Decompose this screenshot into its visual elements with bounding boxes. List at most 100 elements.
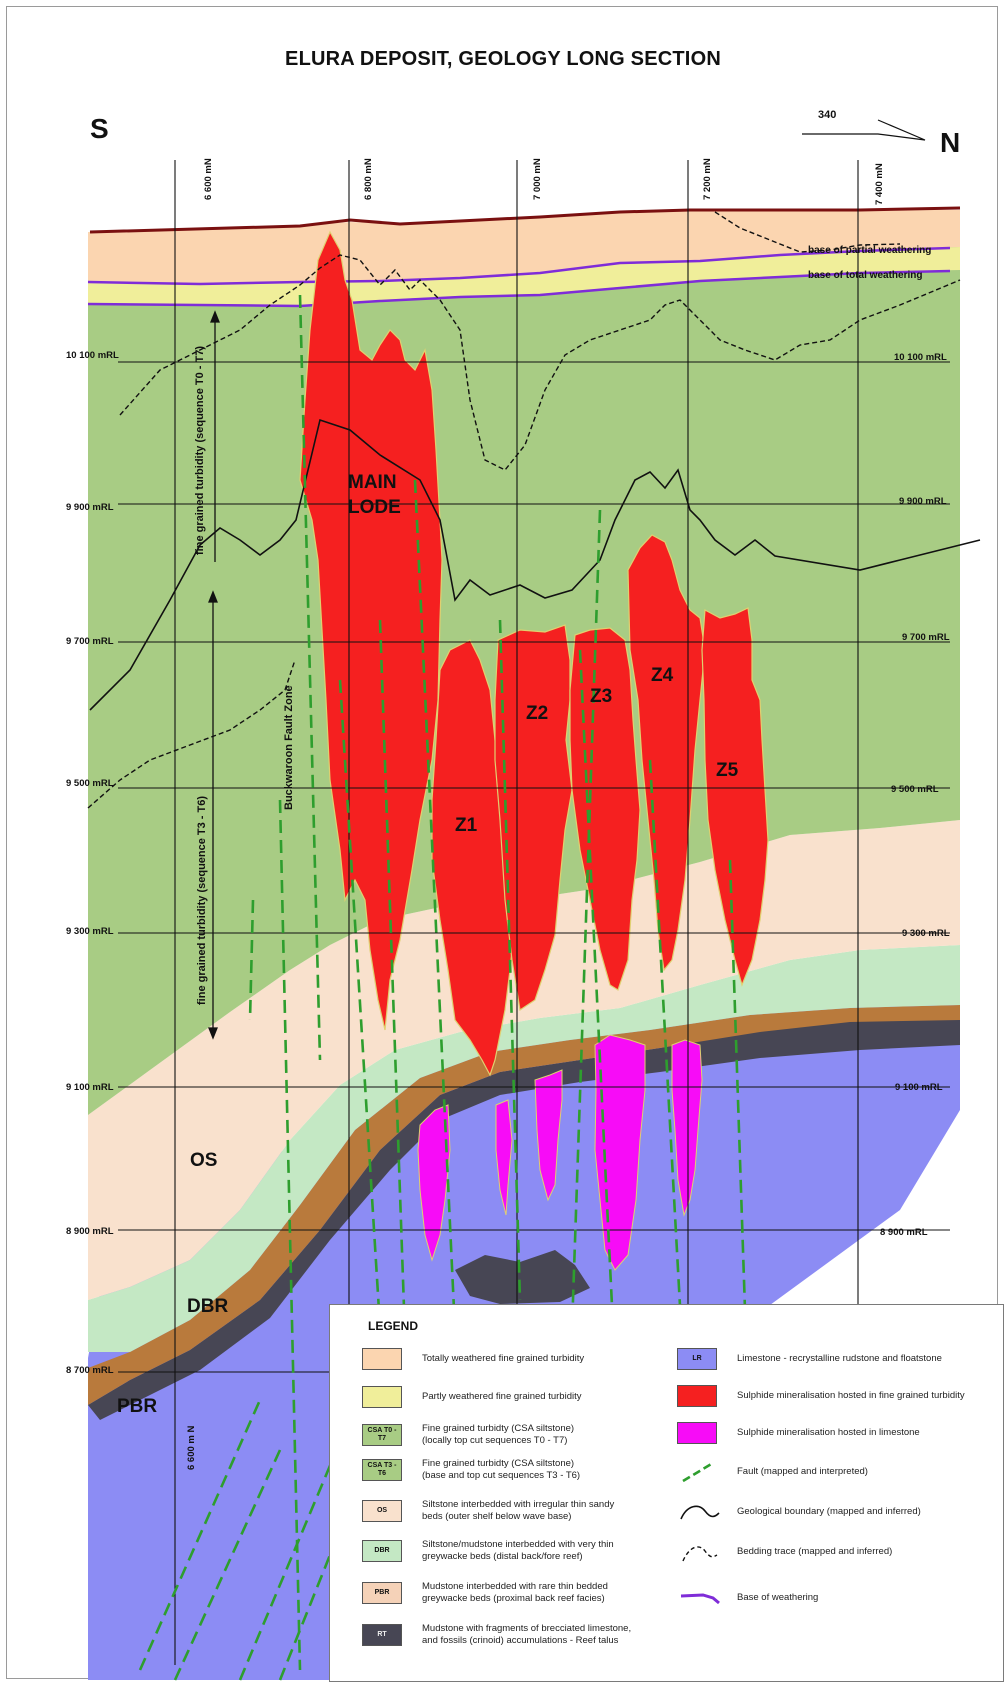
bedding-trace-surface [714,211,901,253]
rl-label-right-9300: 9 300 mRL [902,928,950,939]
legend-text-os: Siltstone interbedded with irregular thi… [422,1499,615,1522]
rl-grid-lines [118,361,950,1373]
rl-label-right-9100: 9 100 mRL [895,1082,943,1093]
legend-item-pbr: PBR Mudstone interbedded with rare thin … [362,1581,608,1605]
z2-orebody [494,624,573,1012]
legend-item-os: OS Siltstone interbedded with irregular … [362,1499,614,1523]
legend-text-base-weathering: Base of weathering [737,1592,819,1603]
legend-item-geological-boundary: Geological boundary (mapped and inferred… [677,1501,921,1523]
bedding-trace-symbol-icon [682,1546,718,1562]
rl-label-left-8900: 8 900 mRL [66,1226,114,1237]
base-weathering-symbol-icon [680,1593,720,1605]
rl-label-left-9500: 9 500 mRL [66,778,114,789]
easting-grid-lines [174,160,859,1665]
os-label: OS [190,1150,217,1171]
legend-item-csa-t3-t6: CSA T3 - T6 Fine grained turbidty (CSA s… [362,1458,580,1482]
main-lode-label-1: MAIN [348,472,397,493]
legend-swatch-totally-weathered [362,1348,402,1370]
base-weathering-line-lower [87,269,951,308]
legend-text-fault: Fault (mapped and interpreted) [737,1466,868,1477]
rl-label-right-9900: 9 900 mRL [899,496,947,507]
legend-text-csa-t0-t7: Fine grained turbidty (CSA siltstone)(lo… [422,1423,575,1446]
legend-swatch-sulphide-limestone [677,1422,717,1444]
rl-label-left-9900: 9 900 mRL [66,502,114,513]
rl-label-right-10100: 10 100 mRL [894,352,947,363]
legend-text-limestone: Limestone - recrystalline rudstone and f… [737,1353,942,1364]
sulphide-limestone-lens-2 [495,1099,513,1216]
bedding-trace-upper [119,254,961,471]
legend-swatch-csa-t3-t6: CSA T3 - T6 [362,1459,402,1481]
total-weathering-label: base of total weathering [808,270,922,281]
rl-label-left-8700: 8 700 mRL [66,1365,114,1376]
north-label: N [940,127,960,158]
legend-item-partly-weathered: Partly weathered fine grained turbidity [362,1386,581,1408]
z4-orebody [627,534,706,972]
legend-swatch-limestone: LR [677,1348,717,1370]
rl-label-left-9700: 9 700 mRL [66,636,114,647]
legend-item-limestone: LR Limestone - recrystalline rudstone an… [677,1348,942,1370]
rl-label-right-8900: 8 900 mRL [880,1227,928,1238]
legend-item-rt: RT Mudstone with fragments of brecciated… [362,1623,631,1647]
geological-boundary-symbol-icon [680,1505,720,1520]
sequence-label-upper: fine grained turbidity (sequence T0 - T7… [194,346,206,555]
legend-item-bedding-trace: Bedding trace (mapped and inferred) [677,1541,892,1563]
legend-text-csa-t3-t6: Fine grained turbidty (CSA siltstone)(ba… [422,1458,581,1481]
dbr-label: DBR [187,1296,228,1317]
legend-text-pbr: Mudstone interbedded with rare thin bedd… [422,1581,608,1604]
base-weathering-line-upper [87,246,951,286]
legend-item-sulphide-limestone: Sulphide mineralisation hosted in limest… [677,1422,920,1444]
legend-title: LEGEND [368,1319,419,1333]
z4-label: Z4 [651,665,674,686]
z3-label: Z3 [590,686,612,707]
rl-label-left-9300: 9 300 mRL [66,926,114,937]
z1-label: Z1 [455,815,478,836]
partly-weathered-unit [88,247,960,305]
south-label: S [90,113,109,144]
legend-text-rt: Mudstone with fragments of brecciated li… [422,1623,632,1646]
totally-weathered-unit [88,210,960,283]
legend-text-bedding-trace: Bedding trace (mapped and inferred) [737,1546,893,1557]
z5-label: Z5 [716,760,739,781]
geological-boundary-line [89,418,981,711]
sulphide-limestone-lens-3 [534,1069,563,1202]
fault-zone-label: Buckwaroon Fault Zone [283,685,295,810]
legend-item-dbr: DBR Siltstone/mudstone interbedded with … [362,1539,614,1563]
legend-swatch-os: OS [362,1500,402,1522]
rl-label-left-9100: 9 100 mRL [66,1082,114,1093]
figure-title: ELURA DEPOSIT, GEOLOGY LONG SECTION [285,48,721,70]
main-lode-label-2: LODE [348,497,401,518]
topographic-surface [89,206,961,234]
legend-item-fault: Fault (mapped and interpreted) [677,1461,868,1483]
rl-label-right-9700: 9 700 mRL [902,632,950,643]
legend-text-geological-boundary: Geological boundary (mapped and inferred… [737,1506,921,1517]
rl-label-left-10100: 10 100 mRL [66,350,119,361]
sequence-label-lower: fine grained turbidity (sequence T3 - T6… [196,796,208,1005]
pbr-label: PBR [117,1396,157,1417]
z1-orebody [431,639,516,1077]
legend-swatch-csa-t0-t7: CSA T0 - T7 [362,1424,402,1446]
legend-text-totally-weathered: Totally weathered fine grained turbidity [422,1353,585,1364]
bedding-trace-lower [87,659,296,809]
legend-text-sulphide-turbidity: Sulphide mineralisation hosted in fine g… [737,1390,965,1401]
legend-text-partly-weathered: Partly weathered fine grained turbidity [422,1391,582,1402]
sequence-arrows [208,310,220,1040]
legend-text-dbr: Siltstone/mudstone interbedded with very… [422,1539,614,1562]
easting-label-6800: 6 800 mN [363,158,374,200]
bearing-label: 340 [818,109,836,121]
legend-swatch-partly-weathered [362,1386,402,1408]
north-arrow-icon [802,119,926,141]
rl-label-right-9500: 9 500 mRL [891,784,939,795]
partial-weathering-label: base of partial weathering [808,245,931,256]
easting-label-bottom: 6 600 m N [186,1426,197,1470]
z3-orebody [569,627,641,991]
easting-label-7000: 7 000 mN [532,158,543,200]
z2-label: Z2 [526,703,548,724]
legend-text-sulphide-limestone: Sulphide mineralisation hosted in limest… [737,1427,920,1438]
legend-item-csa-t0-t7: CSA T0 - T7 Fine grained turbidty (CSA s… [362,1423,574,1447]
easting-label-6600: 6 600 mN [203,158,214,200]
sulphide-limestone-lens-5 [671,1039,703,1217]
fault-symbol-icon [682,1461,714,1483]
easting-label-7400: 7 400 mN [874,163,885,205]
main-lode-orebody [299,230,443,1031]
